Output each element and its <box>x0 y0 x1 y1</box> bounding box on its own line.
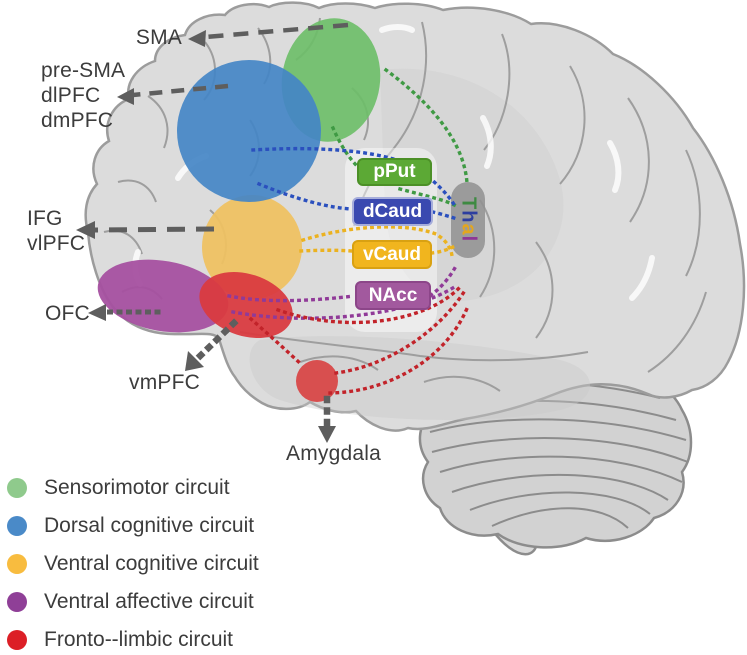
legend-item-sensorimotor: Sensorimotor circuit <box>7 469 259 507</box>
fronto-limbic-dot-icon <box>7 630 27 650</box>
dlpfc-arrow <box>117 83 229 105</box>
nacc-node-label: NAcc <box>368 284 418 306</box>
dorsal-cognitive-ellipse <box>177 60 321 202</box>
legend-label: Ventral affective circuit <box>44 590 254 613</box>
legend-label: Ventral cognitive circuit <box>44 552 259 575</box>
thal-letter-h: h <box>457 210 480 224</box>
sma-arrow <box>188 22 349 47</box>
ifg-label-group: IFG vlPFC <box>27 206 85 256</box>
vmpfc-arrow <box>185 318 239 371</box>
sensorimotor-dot-icon <box>7 478 27 498</box>
circuit-legend: Sensorimotor circuit Dorsal cognitive ci… <box>7 469 259 655</box>
vmpfc-label: vmPFC <box>129 371 200 394</box>
fronto-limbic-circuit-paths <box>248 283 471 395</box>
legend-item-dorsal-cognitive: Dorsal cognitive circuit <box>7 507 259 545</box>
amygdala-arrow <box>318 395 336 443</box>
ifg-arrow <box>76 221 215 239</box>
vlpfc-label: vlPFC <box>27 232 86 255</box>
dcaud-node: dCaud <box>352 197 433 226</box>
legend-item-fronto-limbic: Fronto--limbic circuit <box>7 621 259 655</box>
legend-label: Dorsal cognitive circuit <box>44 514 255 537</box>
amygdala-label: Amygdala <box>286 442 381 465</box>
ventral-affective-circuit-paths <box>227 263 459 320</box>
vcaud-node-label: vCaud <box>362 243 422 265</box>
amygdala-marker <box>296 360 338 402</box>
thal-letter-l: l <box>457 236 480 243</box>
thalamus-pill <box>451 182 485 258</box>
dmpfc-label: dmPFC <box>41 109 114 132</box>
dlpfc-label: dlPFC <box>41 84 101 107</box>
nacc-node: NAcc <box>355 281 431 310</box>
ofc-label: OFC <box>45 302 90 325</box>
legend-item-ventral-cognitive: Ventral cognitive circuit <box>7 545 259 583</box>
ifg-label: IFG <box>27 207 63 230</box>
thalamus-node: Thal <box>451 182 485 258</box>
pput-node-label: pPut <box>373 161 416 182</box>
sma-label: SMA <box>135 26 182 49</box>
ventral-cognitive-circuit-paths <box>299 225 456 258</box>
fronto-limbic-ellipse <box>199 271 293 339</box>
pre-sma-label: pre-SMA <box>41 59 126 82</box>
legend-label: Sensorimotor circuit <box>44 476 230 499</box>
prefrontal-label-group: pre-SMA dlPFC dmPFC <box>41 58 125 133</box>
legend-label: Fronto--limbic circuit <box>44 628 234 651</box>
dcaud-node-label: dCaud <box>362 200 423 222</box>
legend-item-ventral-affective: Ventral affective circuit <box>7 583 259 621</box>
ventral-cognitive-dot-icon <box>7 554 27 574</box>
thal-letter-a: a <box>457 223 480 236</box>
thalamus-node-label: Thal <box>457 197 480 242</box>
vcaud-node: vCaud <box>352 240 432 269</box>
ofc-arrow <box>88 304 161 321</box>
thal-letter-t: T <box>457 197 480 211</box>
ventral-affective-dot-icon <box>7 592 27 612</box>
pput-node: pPut <box>357 158 432 186</box>
pointer-arrows <box>76 22 349 443</box>
dorsal-cognitive-dot-icon <box>7 516 27 536</box>
